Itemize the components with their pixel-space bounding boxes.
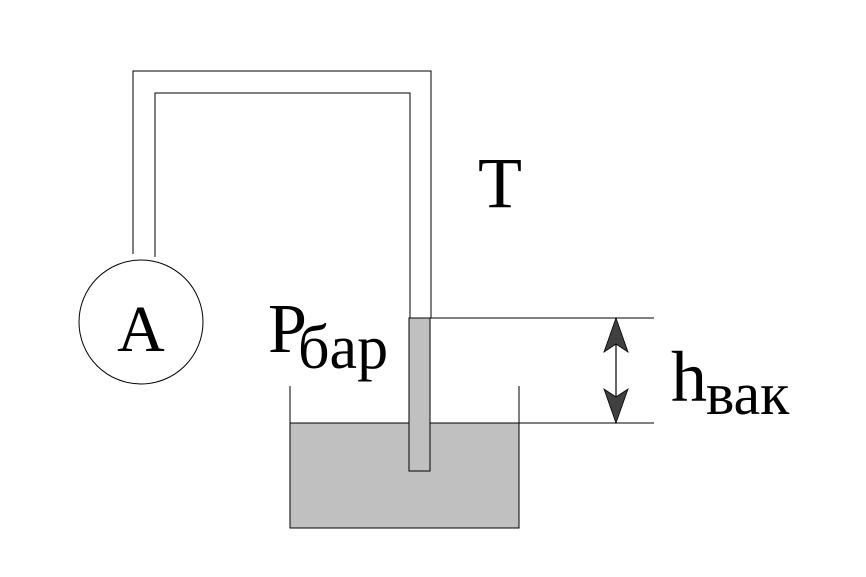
- device-a-circle: [78, 259, 204, 385]
- tube-outer-wall: [132, 70, 432, 318]
- label-t: T: [478, 143, 522, 223]
- label-h: h: [671, 337, 707, 417]
- label-vak-subscript: вак: [706, 361, 790, 427]
- height-arrow-up-head: [603, 316, 629, 353]
- vessel-walls: [289, 386, 520, 529]
- tube-inner-wall: [154, 92, 411, 318]
- vessel-liquid: [290, 423, 519, 528]
- label-bar-subscript: бар: [298, 314, 388, 382]
- device-a-label: A: [117, 293, 165, 366]
- label-p: P: [268, 291, 307, 368]
- tube-liquid-column: [408, 317, 431, 472]
- height-arrow-down-head: [603, 388, 629, 425]
